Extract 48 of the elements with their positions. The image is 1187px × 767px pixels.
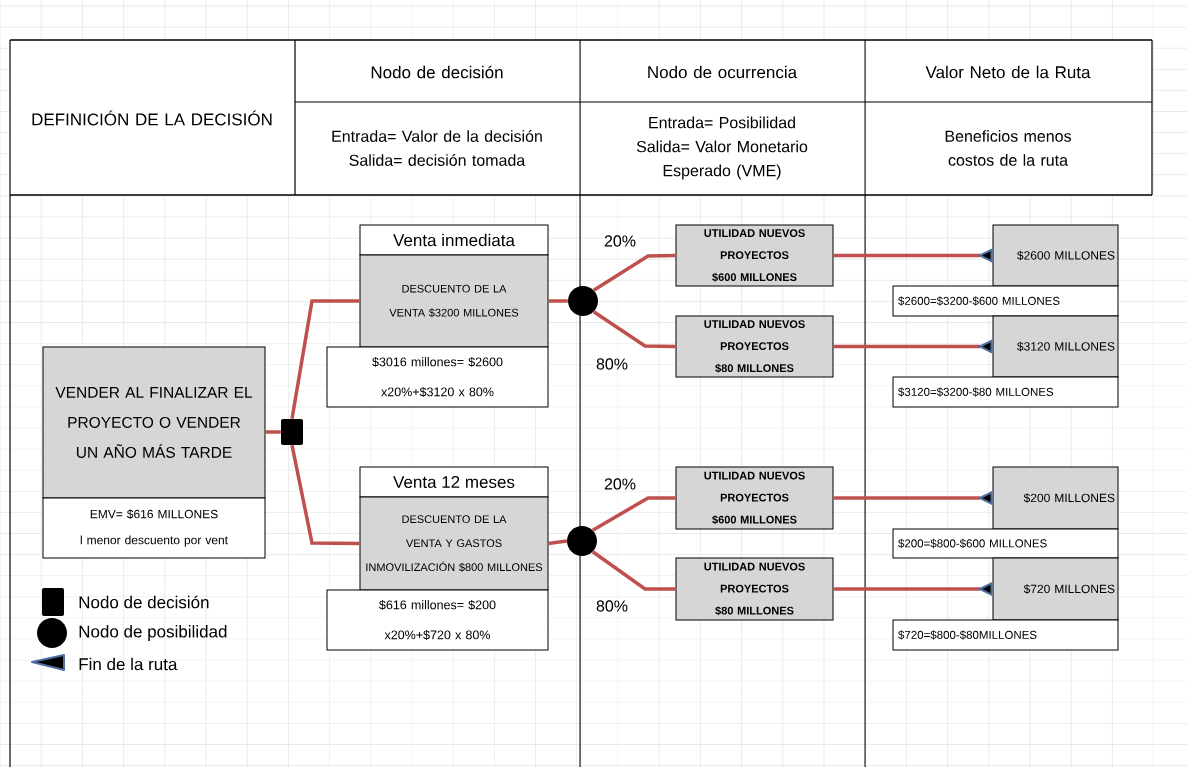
- formula-box: $720=$800-$80MILLONES: [892, 619, 1119, 651]
- formula-box: $200=$800-$600 MILLONES: [892, 528, 1119, 559]
- header-text: Entrada= Posibilidad Salida= Valor Monetario Esperado (VME): [636, 116, 808, 180]
- branch-line: [548, 299, 568, 303]
- formula-box: $3120=$3200-$80 MILLONES: [892, 376, 1119, 408]
- branch-line: [591, 550, 676, 591]
- value-box: $200 MILLONES: [992, 466, 1119, 530]
- option-box: DESCUENTO DE LA VENTA Y GASTOS INMOVILIZACIÓN $800 MILLONES: [359, 496, 549, 591]
- probability-label: 80%: [595, 357, 629, 371]
- outcome-box: UTILIDAD NUEVOS PROYECTOS $80 MILLONES: [675, 557, 834, 621]
- value-box: $2600 MILLONES: [992, 224, 1119, 287]
- branch-line: [591, 496, 676, 532]
- outcome-box: UTILIDAD NUEVOS PROYECTOS $600 MILLONES: [675, 224, 834, 287]
- header-text: Nodo de decisión: [371, 65, 503, 79]
- branch-line: [290, 299, 360, 420]
- formula-box: $2600=$3200-$600 MILLONES: [892, 285, 1119, 317]
- header-text: Valor Neto de la Ruta: [925, 65, 1091, 79]
- header-text: Entrada= Valor de la decisión Salida= decisión tomada: [332, 130, 542, 166]
- result-box: EMV= $616 MILLONES l menor descuento por vent: [42, 497, 266, 559]
- chance-node-symbol: [568, 286, 598, 316]
- probability-label: 20%: [603, 234, 637, 248]
- branch-line: [592, 253, 676, 292]
- option-title: Venta inmediata: [359, 224, 549, 256]
- header-text: Nodo de ocurrencia: [648, 65, 798, 79]
- branch-line: [290, 444, 360, 546]
- probability-label: 20%: [603, 477, 637, 491]
- chance-node-symbol: [567, 526, 597, 556]
- value-box: $720 MILLONES: [992, 557, 1119, 621]
- branch-line: [548, 539, 568, 546]
- header-text: DEFINICIÓN DE LA DECISIÓN: [32, 110, 272, 126]
- outcome-box: UTILIDAD NUEVOS PROYECTOS $80 MILLONES: [675, 315, 834, 378]
- header-text: Beneficios menos costos de la ruta: [945, 130, 1071, 166]
- outcome-box: UTILIDAD NUEVOS PROYECTOS $600 MILLONES: [675, 466, 834, 530]
- legend-label: Fin de la ruta: [79, 657, 178, 671]
- decision-node-symbol: [281, 419, 303, 445]
- result-box: $616 millones= $200 x20%+$720 x 80%: [326, 589, 549, 651]
- branch-line: [265, 430, 281, 434]
- result-box: $3016 millones= $2600 x20%+$3120 x 80%: [326, 346, 549, 408]
- option-box: DESCUENTO DE LA VENTA $3200 MILLONES: [359, 254, 549, 348]
- probability-label: 80%: [595, 599, 629, 613]
- value-box: $3120 MILLONES: [992, 315, 1119, 378]
- decision-box: VENDER AL FINALIZAR EL PROYECTO O VENDER UN AÑO MÁS TARDE: [42, 346, 266, 499]
- option-title: Venta 12 meses: [359, 466, 549, 498]
- branch-line: [592, 310, 676, 349]
- branch-line: [833, 339, 993, 354]
- branch-line: [833, 248, 993, 263]
- legend-label: Nodo de decisión: [79, 595, 209, 609]
- legend-label: Nodo de posibilidad: [79, 625, 227, 641]
